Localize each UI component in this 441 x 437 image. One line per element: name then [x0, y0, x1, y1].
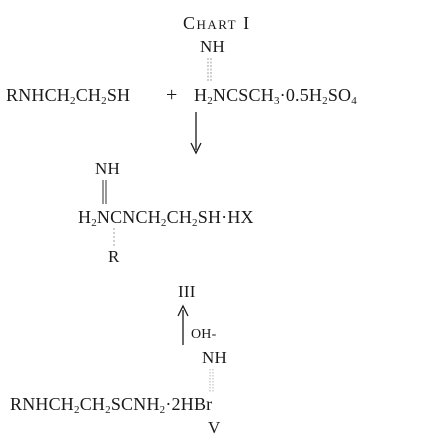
isothiourea-reagent: H2NCSCH3·0.5H2SO4	[194, 85, 357, 107]
product-label: III	[178, 282, 196, 301]
starting-imine-nh: NH	[202, 348, 227, 367]
hydroxide-reagent: OH-	[191, 327, 217, 342]
plus-sign: +	[166, 84, 178, 106]
starting-formula: RNHCH2CH2SCNH2·2HBr	[10, 394, 213, 416]
down-arrow-head	[190, 142, 202, 155]
product-formula: H2NCNCH2CH2SH·HX	[78, 207, 254, 229]
product-r-group: R	[108, 247, 120, 266]
thiol-reactant: RNHCH2CH2SH	[6, 85, 131, 107]
product-imine-nh: NH	[95, 159, 120, 178]
reagent-imine-nh: NH	[200, 37, 225, 56]
starting-label: V	[208, 418, 221, 437]
up-arrow-head	[177, 304, 189, 317]
chart-title: Chart I	[183, 13, 251, 33]
